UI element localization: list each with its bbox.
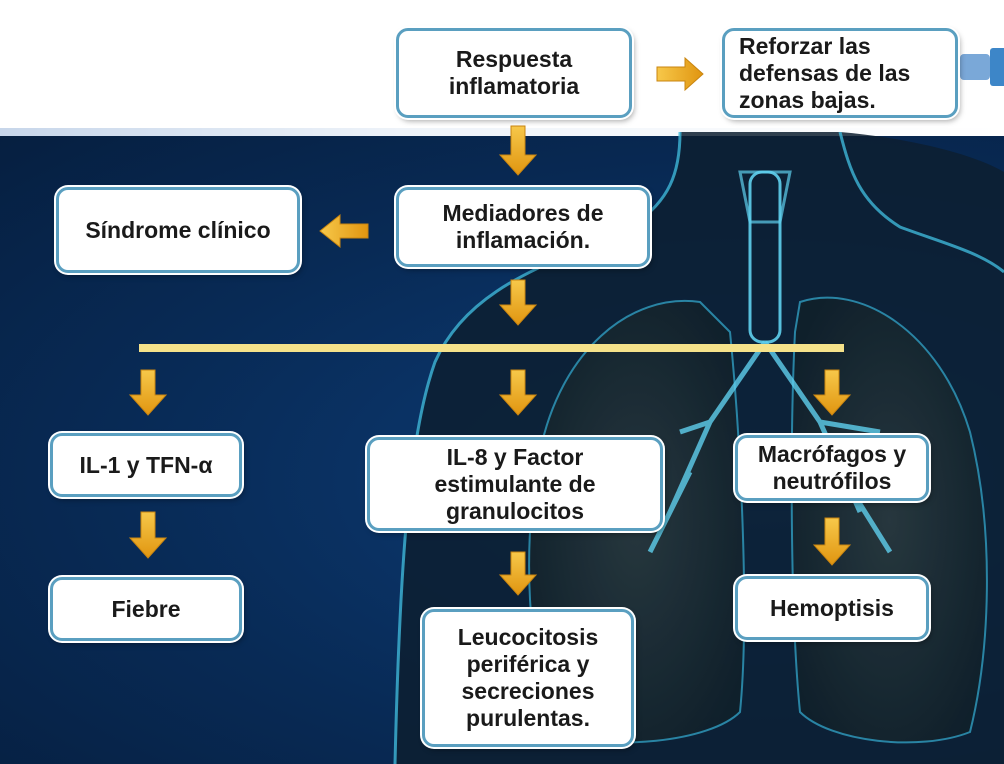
- node-hemoptisis: Hemoptisis: [735, 576, 929, 640]
- node-fiebre: Fiebre: [50, 577, 242, 641]
- node-reforzar-defensas: Reforzar las defensas de las zonas bajas…: [722, 28, 958, 118]
- node-sindrome-clinico: Síndrome clínico: [56, 187, 300, 273]
- node-il8-factor: IL-8 y Factor estimulante de granulocito…: [367, 437, 663, 531]
- node-leucocitosis: Leucocitosis periférica y secreciones pu…: [422, 609, 634, 747]
- node-mediadores: Mediadores de inflamación.: [396, 187, 650, 267]
- node-macrofagos: Macrófagos y neutrófilos: [735, 435, 929, 501]
- node-il1-tfn: IL-1 y TFN-α: [50, 433, 242, 497]
- slide-corner-decoration: [960, 48, 1004, 86]
- node-respuesta-inflamatoria: Respuesta inflamatoria: [396, 28, 632, 118]
